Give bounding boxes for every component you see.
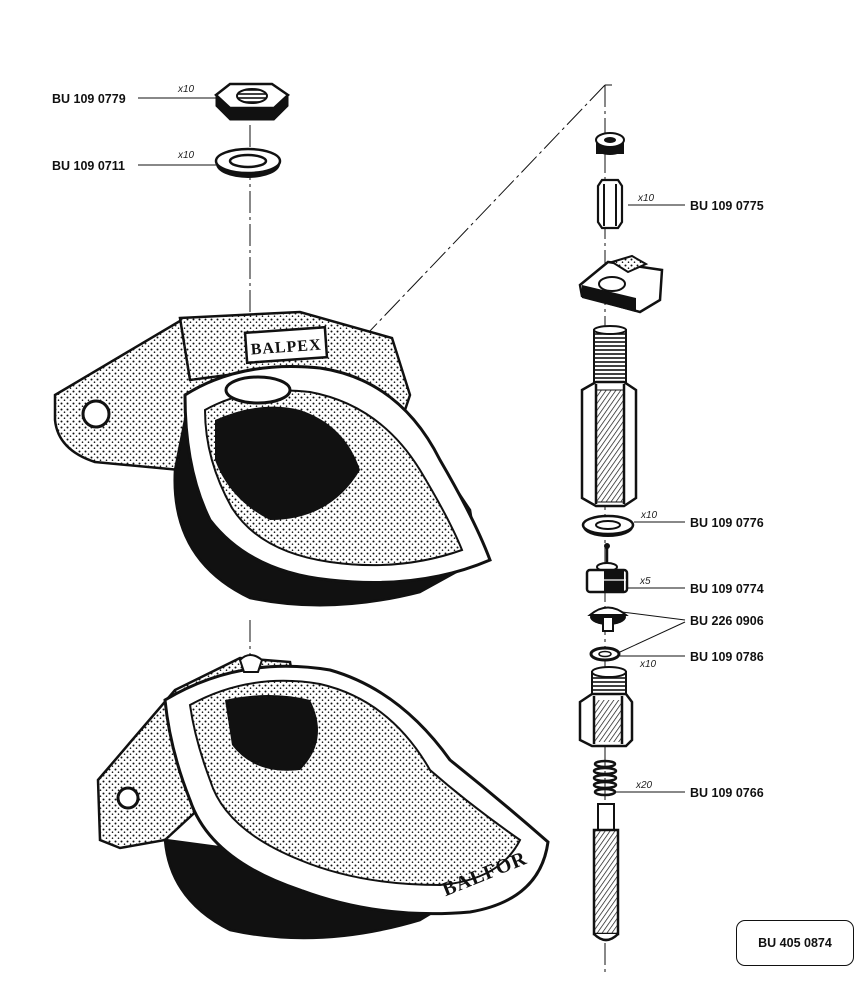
upper-bowl-valve-opening [224, 375, 292, 405]
valve-disc-part [587, 606, 629, 632]
valve-quantity: x5 [639, 576, 651, 587]
seal-ring-part-number: BU 109 0776 [690, 516, 764, 530]
spring-part-number: BU 109 0766 [690, 786, 764, 800]
lower-bowl-basin-shadow [225, 695, 318, 771]
hex-sleeve-part [596, 178, 624, 230]
valve-cap-part [595, 132, 625, 155]
upper-bowl-brand-text: BALPEX [250, 337, 322, 359]
lower-water-bowl: BALFOR [96, 654, 550, 940]
small-ring-quantity: x10 [639, 659, 657, 670]
hex-nut-part [214, 82, 290, 121]
washer-quantity: x10 [177, 150, 195, 161]
threaded-body-part [580, 325, 638, 508]
valve-disc-part-number: BU 226 0906 [690, 614, 764, 628]
lower-bowl-mount-hole [116, 786, 140, 810]
small-ring-part [589, 646, 621, 662]
leader-lines [138, 97, 686, 793]
flat-washer-part [214, 147, 282, 178]
reference-number-label: BU 405 0874 [758, 936, 832, 950]
spring-quantity: x20 [635, 780, 653, 791]
nut-part-number: BU 109 0779 [52, 92, 126, 106]
valve-stem-part [592, 803, 620, 942]
seal-ring-part [581, 514, 635, 537]
seal-ring-quantity: x10 [640, 510, 658, 521]
mounting-clamp-part [578, 254, 664, 314]
sleeve-part-number: BU 109 0775 [690, 199, 764, 213]
valve-part-number: BU 109 0774 [690, 582, 764, 596]
sleeve-quantity: x10 [637, 193, 655, 204]
lower-bowl-slot [238, 654, 264, 673]
upper-bowl-mount-hole [81, 399, 111, 429]
nut-quantity: x10 [177, 84, 195, 95]
reference-number-box: BU 405 0874 [736, 920, 854, 966]
upper-bowl-brand-plate [243, 325, 329, 365]
washer-part-number: BU 109 0711 [52, 159, 125, 173]
small-ring-part-number: BU 109 0786 [690, 650, 764, 664]
upper-bowl-basin-shadow [215, 406, 360, 520]
upper-water-bowl: BALPEX [53, 310, 492, 607]
spring-part [592, 759, 618, 797]
valve-pin-part [585, 543, 629, 594]
threaded-nut-part [578, 666, 634, 748]
